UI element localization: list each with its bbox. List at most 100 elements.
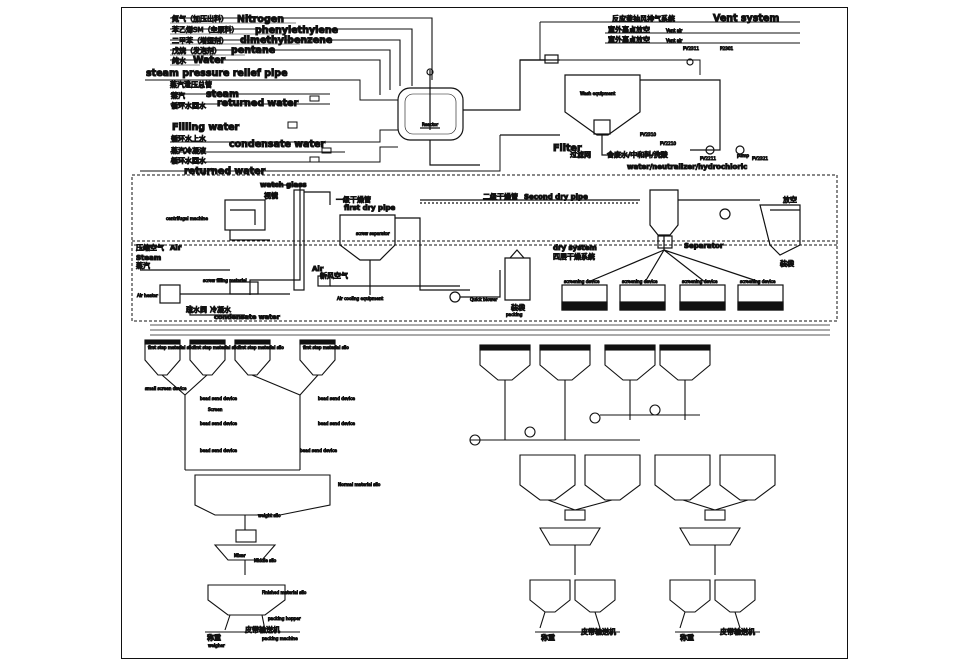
- dry-units: [561, 249, 784, 311]
- hopper-3: screening device: [740, 279, 776, 284]
- feed-en-3: pentane: [231, 45, 275, 56]
- wash-tag-5: PV2321: [752, 156, 768, 161]
- second-dry-cn: 二级干燥管: [483, 192, 518, 201]
- filter-en: Filter: [553, 143, 582, 154]
- feed-en-0: Nitrogen: [237, 14, 284, 25]
- middle-silo: Middle silo: [254, 558, 277, 563]
- feed-cn-3: 戊烷（发泡剂）: [172, 46, 221, 55]
- feed-cn-0: 氮气（加压出料）: [172, 14, 228, 23]
- dry-system-cn: 四层干燥系统: [553, 252, 595, 261]
- left-silo-3: first step material silo: [303, 345, 349, 350]
- screen-0: Screen: [208, 407, 223, 412]
- bead-5: bead send device: [300, 448, 337, 453]
- left-scale-en: weigher: [208, 643, 225, 648]
- feed-lines: [170, 17, 433, 95]
- water-out-cn: 含废水/中和料/洗酸: [607, 150, 668, 159]
- vent-lines: [539, 21, 800, 75]
- vent-out-1-en: Vent air: [666, 38, 682, 43]
- vent-out-0-en: Vent air: [666, 28, 682, 33]
- bag-en: packing: [506, 312, 523, 317]
- utility-lines: [140, 79, 501, 172]
- steam-cn-d: 蒸汽: [136, 261, 150, 270]
- steam-en: steam: [206, 89, 239, 100]
- filter-cn: 过滤网: [570, 150, 591, 159]
- first-dry-en: first dry pipe: [344, 204, 395, 212]
- wash-tag-1: P2301: [720, 46, 734, 51]
- bead-1: bead send device: [318, 396, 355, 401]
- vent-cn: 反应釜抽风排气系统: [612, 14, 675, 23]
- air-intake-cn: 新风空气: [320, 271, 348, 280]
- centrifugal-machine: [224, 184, 301, 295]
- separator: [649, 189, 801, 256]
- steam-relief-en: steam pressure relief pipe: [146, 68, 288, 79]
- returned-top-en: returned water: [217, 98, 299, 109]
- steam-cn: 蒸汽: [171, 91, 185, 100]
- condensate-cn-d: 冷凝水: [210, 305, 231, 314]
- feed-en-1: phenylethylene: [255, 25, 338, 36]
- bead-3: bead send device: [318, 421, 355, 426]
- drying-boxes: [131, 174, 838, 322]
- wash-tag-0: PV2311: [683, 46, 699, 51]
- bead-4: bead send device: [200, 448, 237, 453]
- steam-trap: 疏水阀: [186, 305, 207, 314]
- finished-silo: Finished material silo: [262, 590, 307, 595]
- returned-bottom-cn: 循环水回水: [171, 156, 206, 165]
- condensate-cn: 蒸汽冷凝液: [171, 146, 206, 155]
- feed-cn-1: 苯乙烯SM（主原料）: [172, 25, 238, 34]
- feed-en-4: Water: [193, 55, 226, 66]
- second-dry-en: Second dry pipe: [524, 193, 588, 201]
- centrifugal-label: centrifugal machine: [166, 216, 208, 221]
- first-dry-pipe: [293, 189, 640, 295]
- air-steam-en: Air: [170, 244, 182, 252]
- wash-equipment: [500, 54, 745, 156]
- bead-2: bead send device: [200, 421, 237, 426]
- small-screen: small screen device: [145, 386, 187, 391]
- left-conveyor: 皮带输送机: [245, 625, 280, 634]
- weight-silo: weight silo: [258, 513, 281, 518]
- quick-blower-label: Quick blower: [470, 297, 498, 302]
- wash-tag-2: PV2310: [640, 132, 656, 137]
- screw-sep: screw separator: [356, 231, 390, 236]
- feed-en-2: dimethylbenzene: [240, 35, 332, 46]
- filling-water-cn: 循环水上水: [171, 134, 206, 143]
- condensate-en: condensate water: [229, 139, 325, 150]
- screw-filling: screw filling material: [203, 278, 247, 283]
- filling-water-en: Filling water: [172, 122, 240, 133]
- separator-label: Separator: [684, 242, 724, 250]
- right-silos: [469, 344, 776, 633]
- left-silo-2: first step material silo: [238, 345, 284, 350]
- condensate-en-d: condensate water: [214, 313, 281, 321]
- hopper-2: screening device: [682, 279, 718, 284]
- left-silo-0: first step material silo: [148, 345, 194, 350]
- air-steam-cn: 压缩空气: [136, 243, 164, 252]
- diagram-border: [121, 7, 848, 659]
- air-heater-label: Air heater: [137, 293, 158, 298]
- hopper-1: screening device: [622, 279, 658, 284]
- reactor: [397, 59, 560, 166]
- air-heater: [140, 269, 460, 316]
- normal-silo: Normal material silo: [338, 482, 381, 487]
- right-scale-2: 称重: [680, 633, 694, 642]
- vent-release-cn: 放空: [783, 195, 797, 204]
- feed-cn-4: 纯水: [172, 56, 186, 65]
- bag-cn: 装袋: [511, 303, 525, 312]
- glass-cn: 视镜: [264, 191, 278, 200]
- mixer: Mixer: [234, 553, 246, 558]
- air-intake-en: Air: [312, 265, 324, 273]
- returned-top-cn: 循环水回水: [171, 101, 206, 110]
- left-silos: [144, 339, 336, 633]
- vent-out-1-cn: 室外高点放空: [608, 35, 650, 44]
- vent-out-0-cn: 室外高点放空: [608, 25, 650, 34]
- dry-system-en: dry system: [553, 244, 597, 252]
- packaging-cn: 装袋: [780, 259, 794, 268]
- wash-tag-3: PV2210: [660, 141, 676, 146]
- distribution-header: [150, 324, 830, 336]
- steam-relief-cn: 蒸汽泄压总管: [170, 80, 212, 89]
- packing-hopper: packing hopper: [268, 616, 301, 621]
- packing-machine: packing machine: [262, 636, 298, 641]
- left-silo-1: first step material silo: [193, 345, 239, 350]
- pump-label: pump: [737, 153, 749, 158]
- right-scale-1: 称重: [541, 633, 555, 642]
- steam-en-d: Steam: [136, 254, 161, 262]
